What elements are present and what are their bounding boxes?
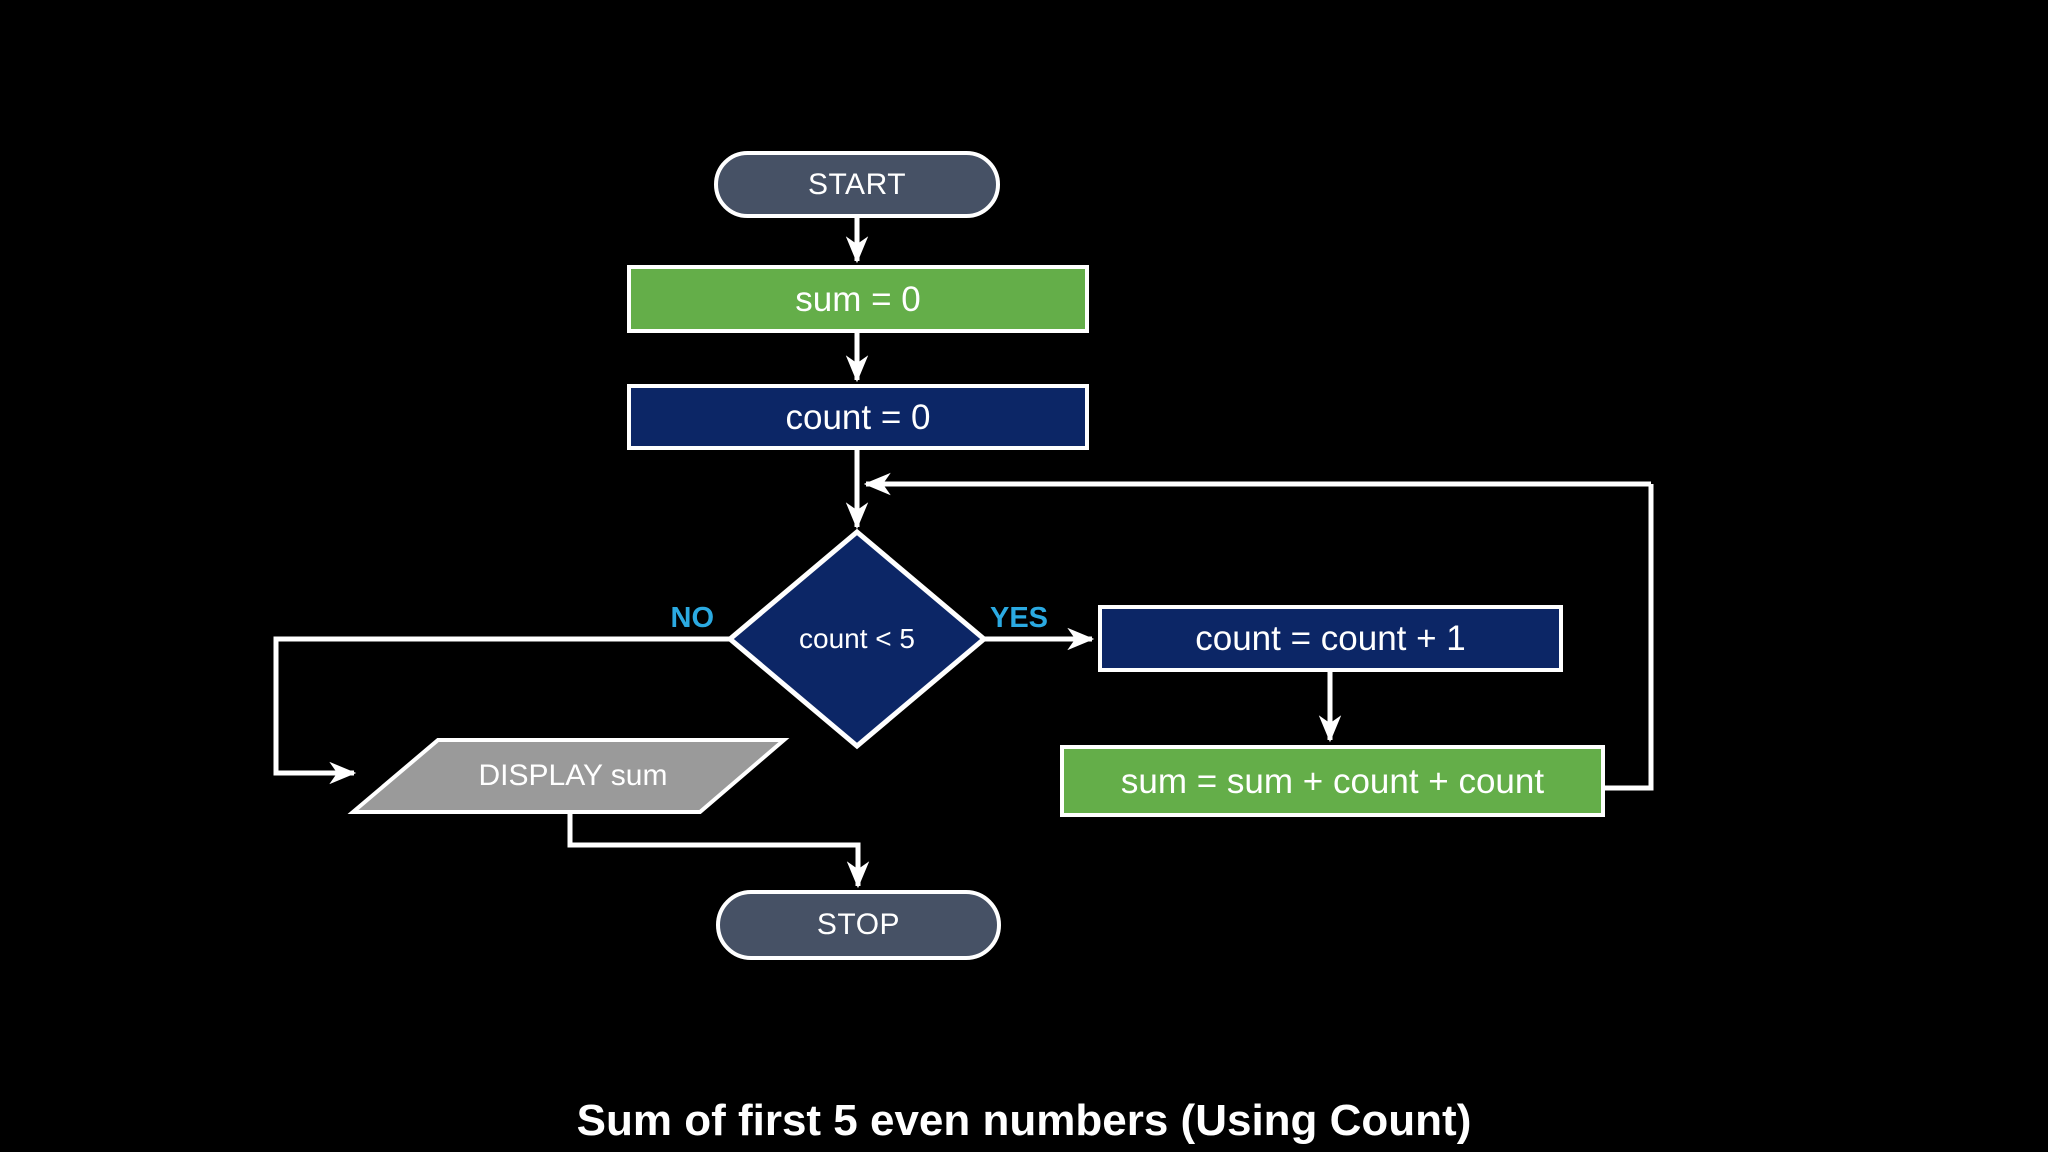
process-sum-init: sum = 0 xyxy=(627,265,1089,333)
process-accumulate: sum = sum + count + count xyxy=(1060,745,1605,817)
display-label: DISPLAY sum xyxy=(478,759,668,792)
count-init-label: count = 0 xyxy=(785,397,931,437)
process-increment: count = count + 1 xyxy=(1098,605,1563,672)
start-terminator: START xyxy=(714,151,1000,218)
sum-init-label: sum = 0 xyxy=(795,279,921,319)
display-parallelogram xyxy=(347,738,790,814)
stop-label: STOP xyxy=(816,908,901,941)
connector-no-branch xyxy=(273,636,730,785)
increment-label: count = count + 1 xyxy=(1195,619,1466,658)
process-count-init: count = 0 xyxy=(627,384,1089,450)
connector-display-to-stop xyxy=(567,812,870,889)
decision-label: count < 5 xyxy=(799,623,915,654)
accumulate-label: sum = sum + count + count xyxy=(1120,761,1545,801)
decision-diamond xyxy=(726,528,988,750)
stop-terminator: STOP xyxy=(716,890,1001,960)
connector-loopback-riser xyxy=(1605,484,1654,791)
yes-branch-label: YES xyxy=(990,602,1049,634)
start-label: START xyxy=(807,167,907,201)
no-branch-label: NO xyxy=(670,602,715,634)
page-title: Sum of first 5 even numbers (Using Count… xyxy=(576,1096,1472,1145)
